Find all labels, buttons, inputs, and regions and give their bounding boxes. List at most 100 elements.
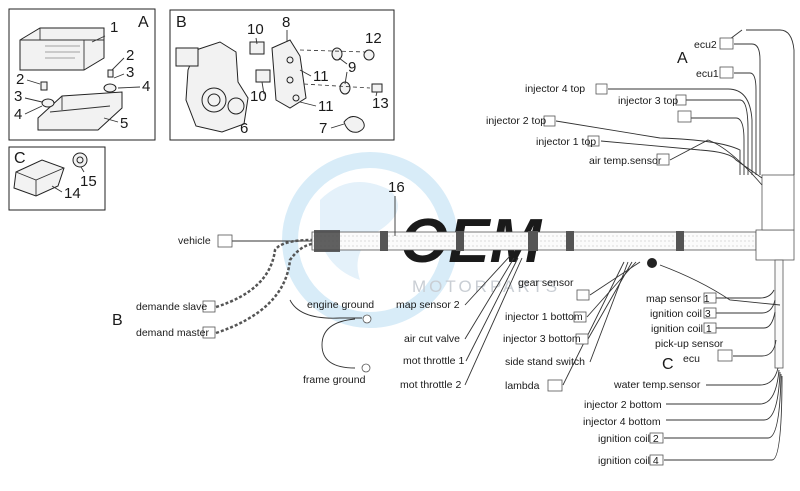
harness-tape [676,231,684,251]
nut [363,49,375,61]
throttle-connector [175,47,199,67]
demand-slave-wire [215,238,313,309]
part-number: 5 [120,115,128,132]
label-vehicle: vehicle [178,235,211,247]
harness-junction [755,229,795,261]
connector-letter-b: B [112,312,123,329]
connector-box [675,94,687,106]
main-harness: 16 [311,174,795,369]
part-number: 10 [250,88,267,105]
connector-boxes [202,37,734,466]
part-number: 11 [318,98,334,115]
part-number: 14 [64,185,81,202]
label-mot-throttle-1: mot throttle 1 [403,355,464,367]
label-gear-sensor: gear sensor [518,277,574,289]
washer [331,47,343,61]
engine-ground-terminal [362,314,372,324]
label-water-temp-sensor: water temp.sensor [613,379,701,391]
label-ignition-coil-1: ignition coil 1 [651,323,712,335]
sensor-clamp [343,116,365,133]
connector-box [217,234,233,248]
connector-box [587,135,600,147]
top-wires [555,29,795,186]
part-number: 4 [142,78,150,95]
rubber-grommet [103,83,117,93]
inset-a: A 1 2 3 2 3 4 4 5 [8,8,156,141]
part-number: 13 [372,95,389,112]
screw [107,69,114,78]
label-ecu2: ecu2 [694,39,717,51]
label-air-cut-valve: air cut valve [404,333,460,345]
inset-c: C 15 14 [8,146,106,211]
part-number: 8 [282,14,290,31]
label-ignition-coil-3: ignition coil 3 [650,308,711,320]
part-number: 9 [348,59,356,76]
connector-box [543,115,556,127]
label-injector2-bottom: injector 2 bottom [584,399,662,411]
connector-box [677,110,692,123]
harness-tape [456,231,464,251]
connector-box [202,300,216,313]
part-number: 7 [319,120,327,137]
relay-module [13,159,65,197]
part-number: 11 [313,68,329,85]
part-number: 1 [110,19,118,36]
watermark-brand: MOTORPARTS [412,277,560,296]
part-number: 10 [247,21,264,38]
part-number: 16 [388,179,405,196]
harness-connector-block [761,174,795,231]
connector-box [719,66,734,79]
harness-tape [566,231,574,251]
harness-tape [314,230,340,252]
part-number: 3 [126,64,134,81]
connector-box [575,333,589,345]
lower-wires [464,255,783,461]
screw [40,81,48,91]
label-ecu1: ecu1 [696,68,719,80]
label-side-stand-switch: side stand switch [505,356,585,368]
connector-box [656,153,670,166]
label-mot-throttle-2: mot throttle 2 [400,379,461,391]
label-engine-ground: engine ground [307,299,374,311]
label-injector1-top: injector 1 top [536,136,596,148]
connector-box [649,432,664,444]
connector-box [703,307,717,319]
label-pickup-sensor: pick-up sensor [655,338,724,350]
harness-clip [647,258,657,268]
connector-box [719,37,734,50]
bolt [371,83,383,93]
inset-b-letter: B [176,14,187,31]
sensor-plate [271,39,307,109]
inset-c-letter: C [14,150,26,167]
label-ecu: ecu [683,353,700,365]
connector-box [573,311,587,323]
frame-ground-terminal [361,363,371,373]
connector-letter-c: C [662,356,674,373]
harness-tape [528,231,538,251]
part-number: 2 [16,71,24,88]
label-injector3-bottom: injector 3 bottom [503,333,581,345]
label-ignition-coil-4: ignition coil 4 [598,455,659,467]
rubber-grommet [41,98,55,108]
label-demand-master: demand master [136,327,209,339]
label-injector3-top: injector 3 top [618,95,678,107]
part-number: 2 [126,47,134,64]
connector-letter-a: A [677,50,688,67]
connector-box [595,83,608,95]
demand-master-wire [215,242,313,335]
label-frame-ground: frame ground [303,374,366,386]
part-number: 4 [14,106,22,123]
ecu-unit [19,27,105,71]
label-demande-slave: demande slave [136,301,207,313]
part-number: 6 [240,120,248,137]
connector-box [703,322,717,334]
connector-box [202,326,216,339]
label-map-sensor-2: map sensor 2 [396,299,460,311]
label-injector4-top: injector 4 top [525,83,585,95]
connector-box [717,349,733,362]
left-wires [215,238,372,373]
part-number: 15 [80,173,97,190]
connector-box [547,379,563,392]
inset-a-letter: A [138,14,149,31]
